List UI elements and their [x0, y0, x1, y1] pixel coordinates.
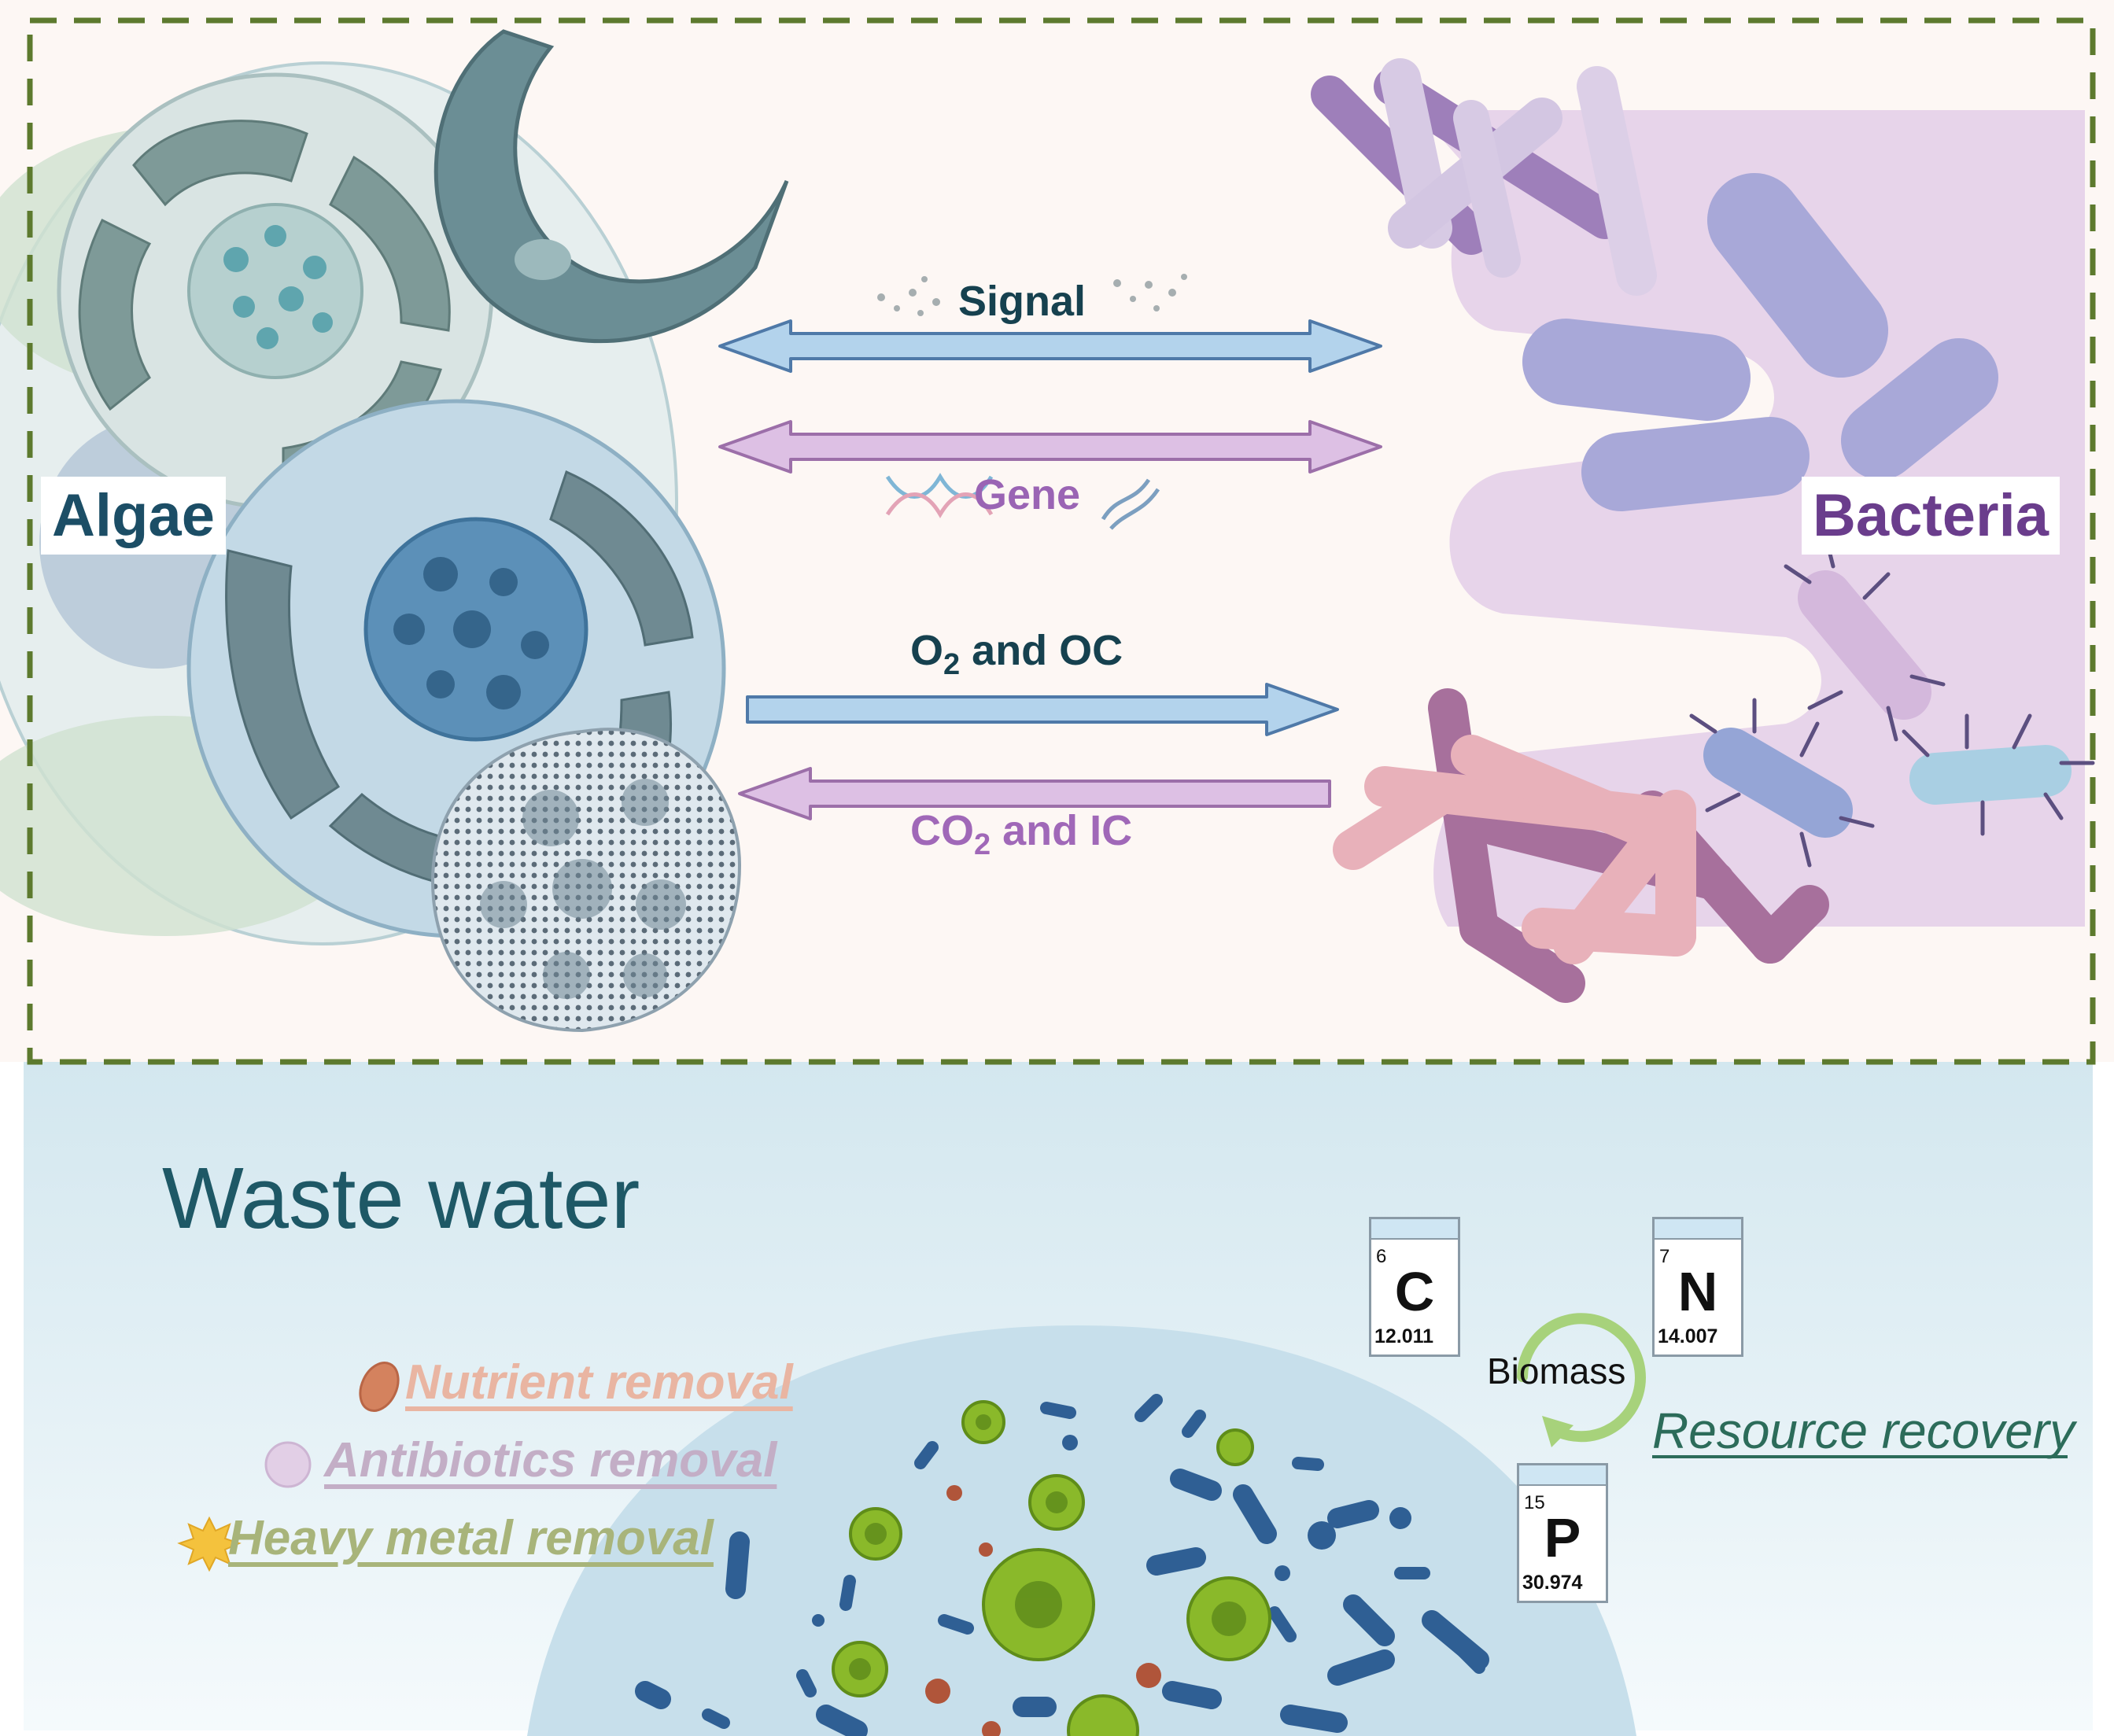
- bacterium-bean: [1841, 338, 1998, 480]
- signal-label: Signal: [958, 278, 1087, 325]
- element-tile-phosphorus: 15 P 30.974: [1517, 1463, 1608, 1603]
- antibiotics-icon: [264, 1441, 312, 1488]
- element-number: 7: [1659, 1246, 1670, 1267]
- element-mass: 14.007: [1658, 1325, 1718, 1347]
- element-number: 6: [1376, 1246, 1387, 1267]
- o2-suffix: and OC: [960, 627, 1123, 674]
- co2-suffix: and IC: [991, 807, 1133, 854]
- interaction-arrows: [718, 319, 1382, 820]
- nutrient-removal-label: Nutrient removal: [405, 1355, 793, 1410]
- element-tile-nitrogen: 7 N 14.007: [1652, 1217, 1743, 1357]
- heavy-metal-icon: [177, 1516, 242, 1572]
- o2-oc-label: O2 and OC: [910, 626, 1123, 682]
- wastewater-title: Waste water: [162, 1150, 640, 1247]
- signal-molecules: [877, 274, 1187, 316]
- bacterium-rod: [1453, 100, 1521, 278]
- bacteria-filaments: [1333, 688, 1829, 1003]
- microbe-dome: [527, 1325, 1636, 1736]
- bacteria-group: [1311, 58, 2095, 1003]
- dome-microbes: [635, 1394, 1489, 1736]
- resource-recovery-label: Resource recovery: [1652, 1402, 2075, 1459]
- bacterium-flagellated: [1703, 728, 1853, 838]
- upper-chloroplast: [78, 218, 152, 411]
- element-tile-carbon: 6 C 12.011: [1369, 1217, 1460, 1357]
- heavy-metal-removal-label: Heavy metal removal: [228, 1511, 714, 1565]
- co2-ic-arrow: [738, 767, 1331, 820]
- element-tile-cap: [1519, 1465, 1606, 1486]
- element-mass: 12.011: [1374, 1325, 1434, 1347]
- dna-icon: [885, 473, 1160, 530]
- co2-prefix: CO: [910, 807, 974, 854]
- o2-oc-arrow: [746, 683, 1339, 736]
- element-mass: 30.974: [1522, 1572, 1583, 1594]
- upper-chloroplast: [329, 155, 451, 332]
- bacterium-bean: [1581, 417, 1810, 511]
- element-tile-cap: [1655, 1219, 1741, 1240]
- o2-prefix: O: [910, 627, 944, 674]
- bacterium-flagellated: [1909, 745, 2072, 805]
- antibiotics-removal-label: Antibiotics removal: [324, 1433, 777, 1487]
- biomass-cycle-arrow: [1517, 1313, 1646, 1443]
- signal-arrow: [718, 319, 1382, 373]
- bacterium-rod: [1577, 66, 1657, 296]
- main-chloroplast: [225, 549, 341, 820]
- bacterium-bean: [1707, 173, 1888, 378]
- element-symbol: C: [1394, 1261, 1435, 1322]
- crescent-pyrenoid: [515, 239, 571, 280]
- bacterium-flagellated: [1798, 570, 1931, 720]
- element-tile-cap: [1371, 1219, 1458, 1240]
- upper-chloroplast: [132, 120, 308, 207]
- bacteria-label: Bacteria: [1802, 477, 2060, 555]
- element-number: 15: [1524, 1492, 1545, 1513]
- algae-label: Algae: [41, 477, 226, 555]
- biomass-label: Biomass: [1487, 1351, 1626, 1391]
- gene-arrow: [718, 420, 1382, 474]
- co2-ic-label: CO2 and IC: [910, 806, 1132, 862]
- element-symbol: N: [1677, 1261, 1718, 1322]
- gene-label: Gene: [974, 471, 1081, 518]
- bacteria-colony: [1416, 110, 2085, 927]
- main-chloroplast: [549, 470, 694, 647]
- element-symbol: P: [1544, 1507, 1581, 1568]
- bacterium-bean: [1522, 319, 1751, 421]
- biomass-arrowhead: [1542, 1416, 1574, 1447]
- co2-subscript: 2: [974, 827, 991, 861]
- o2-subscript: 2: [943, 647, 961, 681]
- top-panel-frame: [27, 17, 2096, 1065]
- nutrient-icon: [359, 1362, 400, 1412]
